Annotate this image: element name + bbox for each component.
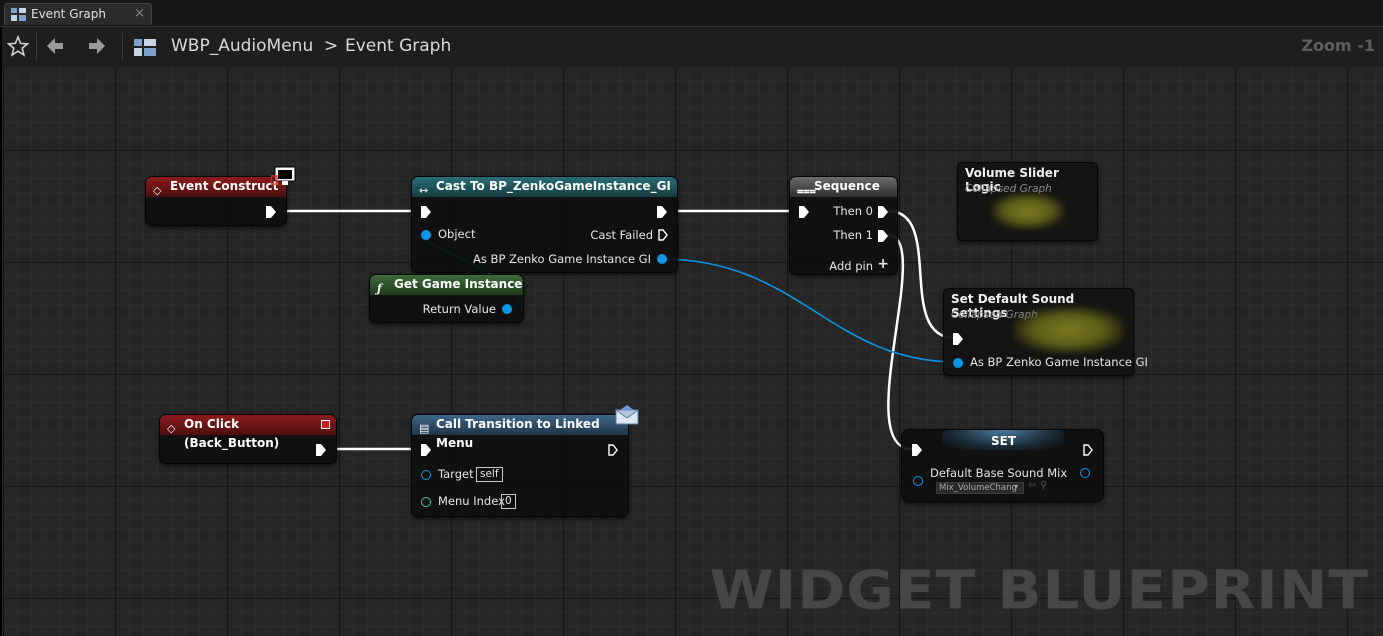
tab-bar: Event Graph ×: [0, 0, 1383, 27]
function-icon: ƒ: [377, 282, 382, 295]
tab-label: Event Graph: [31, 7, 106, 21]
sequence-icon: ⩶: [797, 184, 816, 197]
message-envelope-icon: [614, 405, 640, 425]
node-title: Cast To BP_ZenkoGameInstance_GI: [436, 179, 671, 193]
pin-label-return-value: Return Value: [422, 302, 496, 316]
exec-out-pin[interactable]: [266, 206, 276, 218]
object-pin[interactable]: [421, 230, 431, 240]
then0-exec-pin[interactable]: [878, 206, 888, 218]
collapsed-graph-preview: [992, 193, 1064, 229]
as-instance-pin[interactable]: [657, 254, 667, 264]
widget-blueprint-watermark: WIDGET BLUEPRINT: [709, 558, 1369, 622]
graph-toolbar: WBP_AudioMenu > Event Graph Zoom -1: [2, 27, 1383, 67]
return-value-pin[interactable]: [502, 304, 512, 314]
exec-in-pin[interactable]: [421, 206, 431, 218]
tab-event-graph[interactable]: Event Graph ×: [4, 3, 152, 25]
breadcrumb-blueprint[interactable]: WBP_AudioMenu: [171, 36, 314, 56]
star-icon[interactable]: [7, 35, 29, 57]
pin-label-then0: Then 0: [833, 204, 873, 218]
node-title: On Click (Back_Button): [184, 417, 280, 450]
function-call-icon: ▤: [419, 422, 430, 435]
exec-in-pin[interactable]: [421, 444, 431, 456]
set-variable-node[interactable]: SET Default Base Sound Mix Mix_VolumeCha…: [901, 429, 1104, 502]
dropdown-value: Mix_VolumeChang: [939, 483, 1017, 493]
target-value[interactable]: self: [476, 467, 503, 482]
back-arrow-icon[interactable]: [44, 35, 66, 57]
pin-label-object: Object: [438, 227, 476, 241]
node-title: Set Default Sound Settings: [951, 292, 1075, 320]
node-title: Sequence: [814, 179, 880, 193]
on-click-back-button-node[interactable]: ◇ On Click (Back_Button): [159, 414, 337, 464]
graph-canvas[interactable]: [2, 67, 1383, 636]
pin-label-menu-index: Menu Index: [438, 494, 505, 508]
plus-icon[interactable]: +: [877, 256, 889, 272]
exec-out-pin[interactable]: [316, 444, 326, 456]
event-diamond-icon: ◇: [153, 184, 162, 197]
instance-input-pin[interactable]: [953, 358, 963, 368]
use-selected-arrow-icon[interactable]: ⇦: [1028, 480, 1037, 491]
zoom-level: Zoom -1: [1301, 36, 1375, 55]
close-icon[interactable]: ×: [134, 6, 145, 21]
menu-index-value[interactable]: 0: [501, 494, 516, 509]
cast-node[interactable]: ⇿ Cast To BP_ZenkoGameInstance_GI Object…: [411, 176, 678, 273]
volume-slider-logic-node[interactable]: Volume Slider Logic Collapsed Graph: [957, 162, 1098, 241]
node-title: Get Game Instance: [394, 277, 523, 291]
node-title: Event Construct: [170, 179, 279, 193]
forward-arrow-icon[interactable]: [86, 35, 108, 57]
pin-label-as-instance: As BP Zenko Game Instance GI: [970, 355, 1148, 369]
breadcrumb-graph[interactable]: Event Graph: [345, 36, 452, 56]
call-transition-node[interactable]: ▤ Call Transition to Linked Menu Target …: [411, 414, 629, 517]
variable-input-pin[interactable]: [913, 476, 923, 486]
browse-search-icon[interactable]: ⚲: [1040, 480, 1048, 491]
blueprint-icon: [134, 39, 156, 56]
variable-output-pin[interactable]: [1080, 468, 1090, 478]
set-default-sound-settings-node[interactable]: Set Default Sound Settings Collapsed Gra…: [943, 288, 1148, 376]
get-game-instance-node[interactable]: ƒ Get Game Instance Return Value: [369, 274, 524, 323]
sequence-node[interactable]: ⩶ Sequence Then 0 Then 1 Add pin +: [789, 176, 898, 275]
pin-label-variable: Default Base Sound Mix: [930, 466, 1068, 480]
exec-out-pin[interactable]: [1083, 444, 1093, 456]
exec-in-pin[interactable]: [953, 333, 963, 345]
pin-label-target: Target: [438, 467, 474, 481]
cast-failed-exec-pin[interactable]: [658, 229, 668, 241]
add-pin-label[interactable]: Add pin: [829, 259, 873, 273]
exec-in-pin[interactable]: [912, 444, 922, 456]
breadcrumb-separator: >: [324, 36, 339, 56]
event-diamond-icon: ◇: [167, 422, 176, 435]
graph-icon: [11, 8, 26, 21]
monitor-icon: [271, 166, 296, 185]
menu-index-pin[interactable]: [421, 497, 431, 507]
exec-in-pin[interactable]: [799, 206, 809, 218]
pin-label-as-instance: As BP Zenko Game Instance GI: [473, 252, 651, 266]
target-pin[interactable]: [421, 470, 431, 480]
node-title: Call Transition to Linked Menu: [436, 417, 600, 450]
cast-arrows-icon: ⇿: [419, 184, 429, 197]
pin-label-then1: Then 1: [833, 228, 873, 242]
chevron-down-icon[interactable]: ▾: [1014, 482, 1019, 491]
event-construct-node[interactable]: ◇ Event Construct: [145, 176, 287, 226]
exec-out-pin[interactable]: [657, 206, 667, 218]
then1-exec-pin[interactable]: [878, 230, 888, 242]
pin-label-cast-failed: Cast Failed: [590, 228, 653, 242]
node-title: SET: [990, 434, 1017, 448]
node-subtitle: Collapsed Graph: [965, 183, 1052, 195]
delegate-pin[interactable]: [321, 420, 330, 429]
sound-mix-dropdown[interactable]: Mix_VolumeChang: [936, 482, 1024, 494]
node-title: Volume Slider Logic: [965, 166, 1059, 194]
collapsed-graph-preview: [1014, 307, 1124, 353]
exec-out-pin[interactable]: [608, 444, 618, 456]
